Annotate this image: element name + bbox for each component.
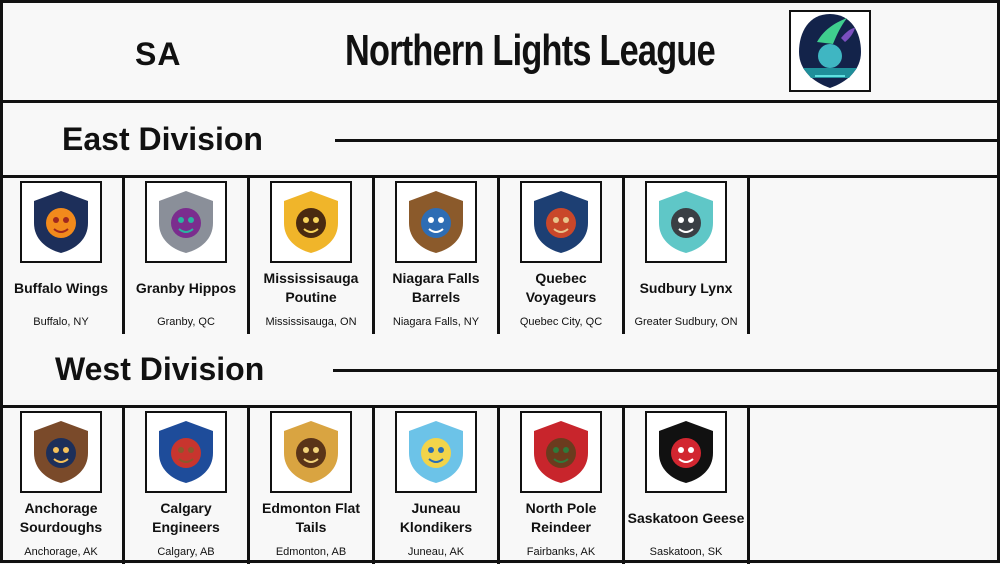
team-row: Buffalo Wings Buffalo, NY Granby Hippos … (0, 178, 750, 334)
team-city: Fairbanks, AK (526, 546, 596, 558)
brand-logo: SA (135, 36, 182, 72)
team-name: Quebec Voyageurs (525, 270, 597, 305)
team-card[interactable]: Anchorage Sourdoughs Anchorage, AK (0, 408, 125, 564)
team-name: Anchorage Sourdoughs (19, 500, 103, 535)
team-card[interactable]: North Pole Reindeer Fairbanks, AK (500, 408, 625, 564)
team-card[interactable]: Mississisauga Poutine Mississisauga, ON (250, 178, 375, 334)
team-logo-icon (270, 411, 352, 493)
team-city: Quebec City, QC (519, 316, 603, 328)
team-logo-icon (645, 181, 727, 263)
division-title: West Division (55, 351, 265, 387)
division-header: West Division (0, 333, 1000, 408)
team-card[interactable]: Calgary Engineers Calgary, AB (125, 408, 250, 564)
team-logo-icon (395, 181, 477, 263)
team-logo-icon (395, 411, 477, 493)
team-logo-icon (270, 181, 352, 263)
team-logo-icon (520, 181, 602, 263)
team-city: Juneau, AK (407, 546, 465, 558)
team-logo-icon (20, 181, 102, 263)
team-name: North Pole Reindeer (525, 500, 597, 535)
division-title: East Division (62, 121, 263, 157)
page-title: Northern Lights League (345, 26, 716, 75)
team-logo-icon (645, 411, 727, 493)
team-city: Calgary, AB (157, 546, 215, 558)
team-city: Mississisauga, ON (265, 316, 357, 328)
team-name: Juneau Klondikers (399, 500, 473, 535)
team-card[interactable]: Quebec Voyageurs Quebec City, QC (500, 178, 625, 334)
aurora-baseball-crest-icon (789, 10, 871, 92)
team-city: Niagara Falls, NY (392, 316, 480, 328)
team-row: Anchorage Sourdoughs Anchorage, AK Calga… (0, 408, 750, 564)
team-name: Granby Hippos (135, 279, 237, 296)
team-card[interactable]: Saskatoon Geese Saskatoon, SK (625, 408, 750, 564)
team-card[interactable]: Granby Hippos Granby, QC (125, 178, 250, 334)
division-header: East Division (0, 103, 1000, 178)
team-card[interactable]: Sudbury Lynx Greater Sudbury, ON (625, 178, 750, 334)
team-city: Buffalo, NY (33, 316, 89, 328)
team-card[interactable]: Niagara Falls Barrels Niagara Falls, NY (375, 178, 500, 334)
team-logo-icon (145, 411, 227, 493)
team-logo-icon (20, 411, 102, 493)
team-card[interactable]: Buffalo Wings Buffalo, NY (0, 178, 125, 334)
team-name: Sudbury Lynx (639, 279, 733, 296)
header: SA Northern Lights League (0, 0, 1000, 103)
team-city: Anchorage, AK (24, 546, 98, 558)
team-city: Saskatoon, SK (649, 546, 723, 558)
team-name: Niagara Falls Barrels (392, 270, 480, 305)
team-city: Granby, QC (157, 316, 215, 328)
team-name: Calgary Engineers (152, 500, 220, 535)
team-name: Buffalo Wings (14, 279, 108, 296)
team-name: Edmonton Flat Tails (262, 500, 360, 535)
divider (333, 369, 1000, 372)
team-name: Saskatoon Geese (627, 509, 745, 526)
team-name: Mississisauga Poutine (263, 270, 359, 305)
team-card[interactable]: Juneau Klondikers Juneau, AK (375, 408, 500, 564)
team-city: Greater Sudbury, ON (634, 316, 738, 328)
divider (335, 139, 1000, 142)
team-logo-icon (145, 181, 227, 263)
team-logo-icon (520, 411, 602, 493)
team-card[interactable]: Edmonton Flat Tails Edmonton, AB (250, 408, 375, 564)
team-city: Edmonton, AB (275, 546, 347, 558)
